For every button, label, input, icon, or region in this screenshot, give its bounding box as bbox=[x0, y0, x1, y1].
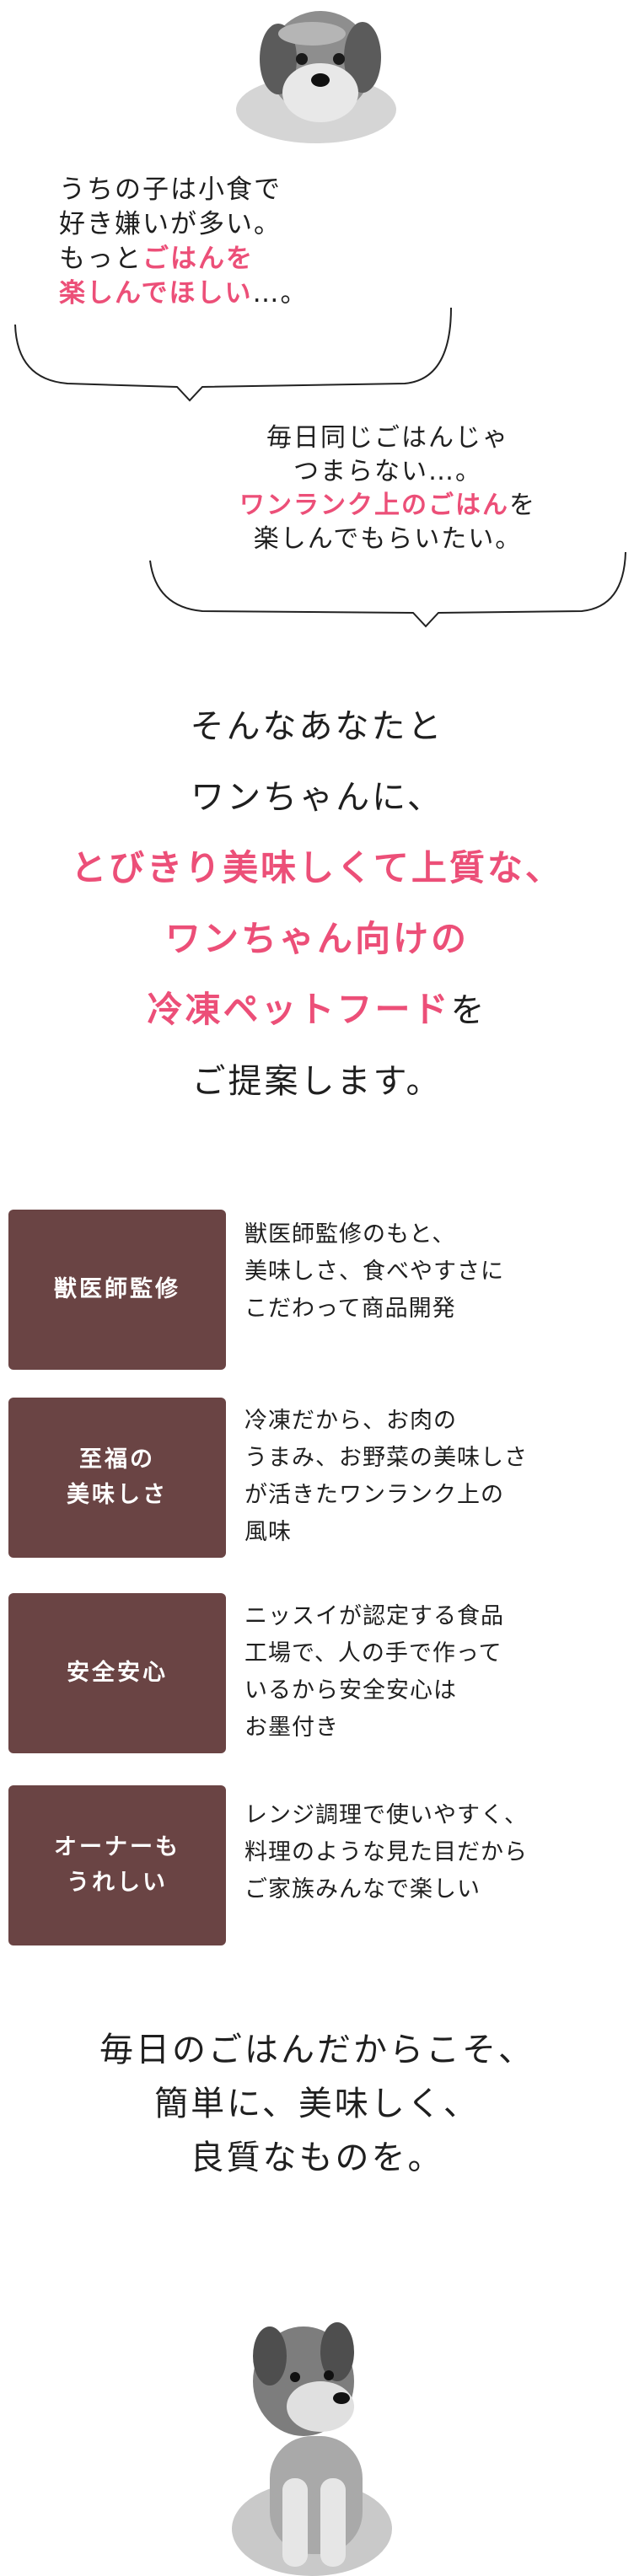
bubble2-line1: 毎日同じごはんじゃ bbox=[266, 423, 509, 453]
bubble2-line4: 楽しんでもらいたい。 bbox=[253, 524, 523, 554]
speech-bubble-2-outline bbox=[149, 552, 626, 628]
bubble1-line4-highlight: 楽しんでほしい bbox=[59, 278, 253, 309]
bubble1-line3-prefix: もっと bbox=[59, 244, 142, 274]
closing-message: 毎日のごはんだからこそ、 簡単に、美味しく、 良質なものを。 bbox=[0, 2023, 634, 2185]
feature-label: 至福の 美味しさ bbox=[8, 1398, 226, 1558]
closing-line2: 簡単に、美味しく、 bbox=[154, 2085, 480, 2123]
lead-line1: そんなあなたと bbox=[190, 707, 444, 746]
closing-line1: 毎日のごはんだからこそ、 bbox=[99, 2031, 535, 2069]
feature-desc: 冷凍だから、お肉の うまみ、お野菜の美味しさ が活きたワンランク上の 風味 bbox=[244, 1408, 528, 1545]
lead-line5-suffix: を bbox=[450, 991, 487, 1030]
feature-item: オーナーも うれしい レンジ調理で使いやすく、 料理のような見た目だから ご家族… bbox=[8, 1785, 626, 1945]
speech-bubble-1-outline bbox=[14, 307, 452, 402]
dog-sitting-photo bbox=[232, 2322, 392, 2576]
bubble2-line3-highlight: ワンランク上のごはん bbox=[239, 491, 509, 520]
feature-desc: 獣医師監修のもと、 美味しさ、食べやすさに こだわって商品開発 bbox=[244, 1221, 504, 1322]
dog-lying-photo bbox=[236, 11, 396, 143]
bubble2-line3-suffix: を bbox=[509, 491, 536, 520]
bubble1-line4-suffix: …。 bbox=[252, 278, 309, 309]
bubble1-line2: 好き嫌いが多い。 bbox=[59, 209, 282, 239]
feature-desc: レンジ調理で使いやすく、 料理のような見た目だから ご家族みんなで楽しい bbox=[244, 1802, 528, 1902]
lead-line2: ワンちゃんに、 bbox=[191, 778, 443, 817]
lead-line4: ワンちゃん向けの bbox=[164, 918, 469, 959]
feature-item: 安全安心 ニッスイが認定する食品 工場で、人の手で作って いるから安全安心は お… bbox=[8, 1593, 626, 1753]
bubble1-line1: うちの子は小食で bbox=[59, 174, 282, 205]
lead-line3: とびきり美味しくて上質な、 bbox=[71, 847, 563, 888]
lead-line5-highlight: 冷凍ペットフード bbox=[147, 989, 451, 1030]
feature-label: 安全安心 bbox=[8, 1593, 226, 1753]
bubble1-line3-highlight: ごはんを bbox=[142, 244, 254, 274]
feature-desc: ニッスイが認定する食品 工場で、人の手で作って いるから安全安心は お墨付き bbox=[244, 1603, 504, 1741]
speech-bubble-1: うちの子は小食で 好き嫌いが多い。 もっとごはんを 楽しんでほしい…。 bbox=[25, 173, 396, 311]
lead-line6: ご提案します。 bbox=[191, 1062, 443, 1101]
closing-line3: 良質なものを。 bbox=[190, 2139, 444, 2177]
feature-item: 獣医師監修 獣医師監修のもと、 美味しさ、食べやすさに こだわって商品開発 bbox=[8, 1210, 626, 1370]
feature-item: 至福の 美味しさ 冷凍だから、お肉の うまみ、お野菜の美味しさ が活きたワンラン… bbox=[8, 1398, 626, 1558]
speech-bubble-2: 毎日同じごはんじゃ つまらない…。 ワンランク上のごはんを 楽しんでもらいたい。 bbox=[152, 421, 624, 556]
feature-label: 獣医師監修 bbox=[8, 1210, 226, 1370]
lead-message: そんなあなたと ワンちゃんに、 とびきり美味しくて上質な、 ワンちゃん向けの 冷… bbox=[0, 691, 634, 1117]
feature-label: オーナーも うれしい bbox=[8, 1785, 226, 1945]
bubble2-line2: つまらない…。 bbox=[293, 457, 482, 486]
